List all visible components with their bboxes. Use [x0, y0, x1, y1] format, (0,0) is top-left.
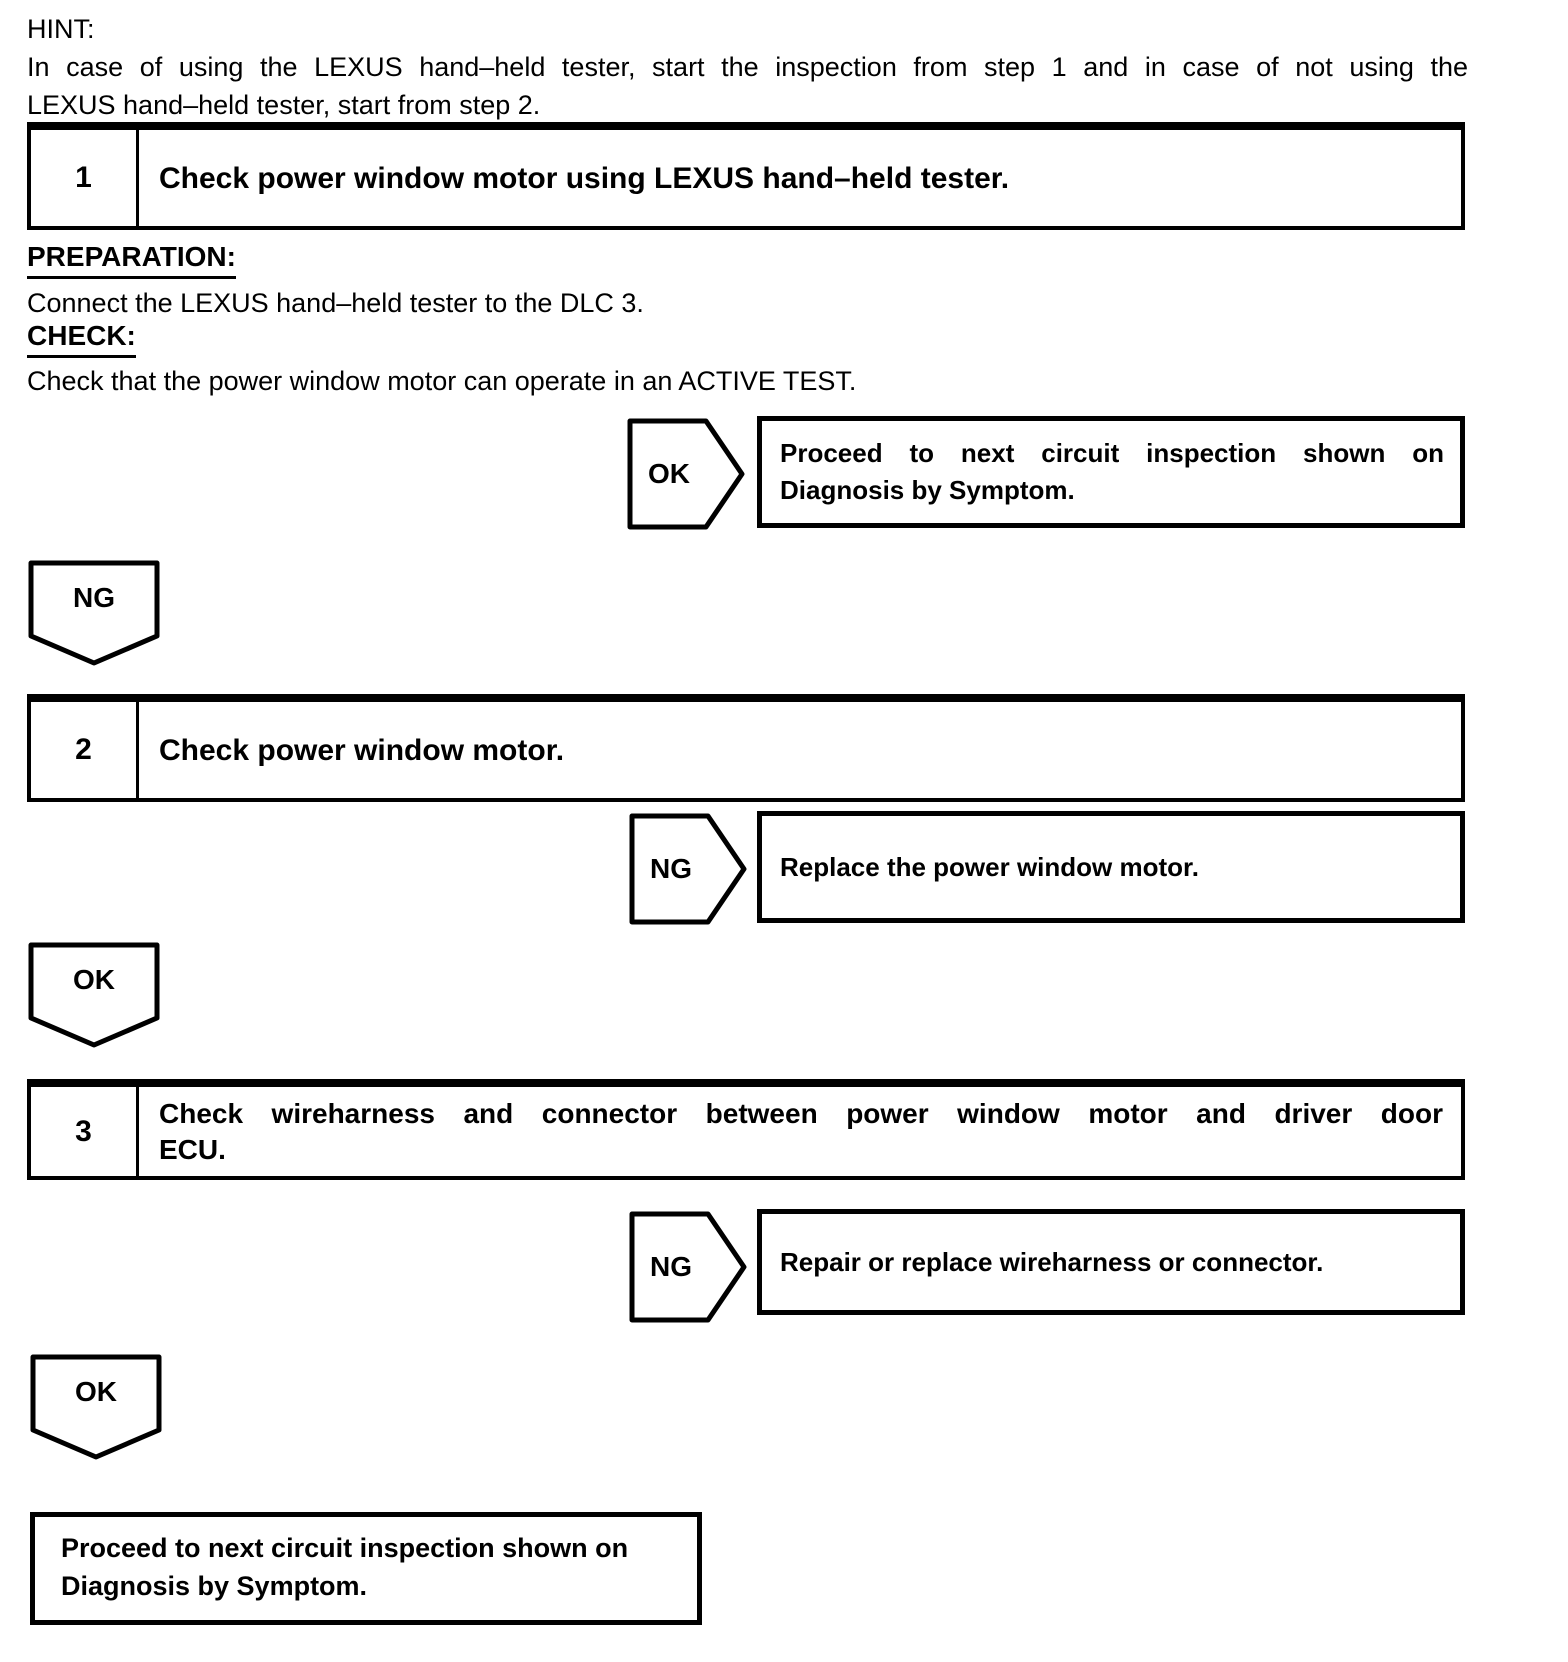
step1-box: 1 Check power window motor using LEXUS h… [27, 122, 1465, 230]
hint-label: HINT: [27, 14, 95, 44]
ok-connector-label: OK [73, 964, 115, 995]
result-box-step1-ok: Proceed to next circuit inspection shown… [757, 416, 1465, 528]
step3-box: 3 Check wireharness and connector betwee… [27, 1079, 1465, 1180]
hint-paragraph: In case of using the LEXUS hand–held tes… [27, 48, 1468, 124]
ok-tag-step1: OK [627, 418, 745, 530]
result1-line1: Proceed to next circuit inspection shown… [780, 438, 1444, 468]
down-arrow-pentagon-shape [28, 560, 160, 666]
step3-title-line2: ECU. [159, 1133, 226, 1165]
result-box-step2-ng: Replace the power window motor. [757, 811, 1465, 923]
ng-tag-step3: NG [629, 1211, 747, 1323]
hint-text-line2: LEXUS hand–held tester, start from step … [27, 90, 541, 120]
result1-line2: Diagnosis by Symptom. [780, 475, 1075, 505]
step3-title-line1: Check wireharness and connector between … [159, 1097, 1443, 1129]
step1-title: Check power window motor using LEXUS han… [159, 161, 1010, 195]
result-box-step3-ng: Repair or replace wireharness or connect… [757, 1209, 1465, 1315]
ng-tag-label: NG [650, 1251, 692, 1282]
step1-number: 1 [31, 130, 139, 226]
final-line2: Diagnosis by Symptom. [61, 1571, 368, 1601]
ok-down-connector-step3: OK [30, 1354, 162, 1460]
preparation-label: PREPARATION: [27, 241, 236, 279]
result3-text: Repair or replace wireharness or connect… [780, 1246, 1324, 1277]
hint-text-line1: In case of using the LEXUS hand–held tes… [27, 52, 1468, 82]
step2-title: Check power window motor. [159, 733, 565, 767]
final-line1: Proceed to next circuit inspection shown… [61, 1533, 629, 1563]
ng-tag-label: NG [650, 853, 692, 884]
step3-number: 3 [31, 1087, 139, 1176]
check-text: Check that the power window motor can op… [27, 366, 857, 396]
right-arrow-pentagon-shape [629, 813, 747, 925]
check-label: CHECK: [27, 320, 136, 358]
ng-connector-label: NG [73, 582, 115, 613]
ng-down-connector-step1: NG [28, 560, 160, 666]
down-arrow-pentagon-shape [30, 1354, 162, 1460]
result2-text: Replace the power window motor. [780, 851, 1199, 882]
step2-number: 2 [31, 702, 139, 798]
ok-tag-label: OK [648, 458, 690, 489]
final-result-box: Proceed to next circuit inspection shown… [30, 1512, 702, 1625]
down-arrow-pentagon-shape [28, 942, 160, 1048]
preparation-text: Connect the LEXUS hand–held tester to th… [27, 288, 644, 318]
right-arrow-pentagon-shape [629, 1211, 747, 1323]
ok-connector-label: OK [75, 1376, 117, 1407]
ng-tag-step2: NG [629, 813, 747, 925]
step2-box: 2 Check power window motor. [27, 694, 1465, 802]
ok-down-connector-step2: OK [28, 942, 160, 1048]
right-arrow-pentagon-shape [627, 418, 745, 530]
